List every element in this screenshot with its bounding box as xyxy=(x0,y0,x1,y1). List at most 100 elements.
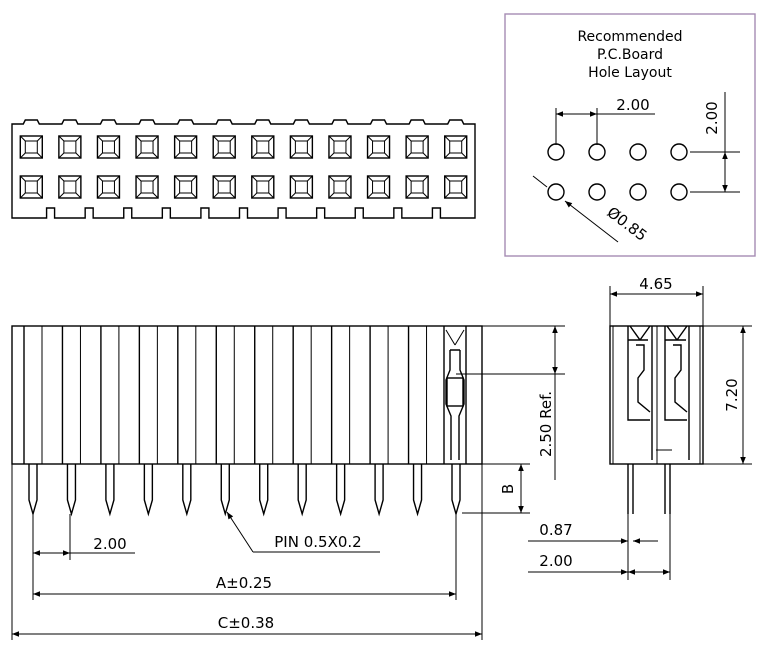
top-contact-inner xyxy=(333,180,347,194)
top-contact-inner xyxy=(217,140,231,154)
top-contact-inner xyxy=(372,140,386,154)
top-contact-inner xyxy=(449,180,463,194)
front-pin xyxy=(297,464,307,517)
pcb-layout-frame xyxy=(504,13,756,257)
top-contact-chamfer xyxy=(405,175,429,199)
top-contact-chamfer xyxy=(405,135,429,159)
top-contact-outer xyxy=(405,135,429,159)
side-height-label: 7.20 xyxy=(723,378,741,411)
top-contact-inner xyxy=(24,140,38,154)
top-contact-inner xyxy=(449,140,463,154)
pcb-hole xyxy=(547,143,565,161)
top-contact-outer xyxy=(328,175,352,199)
pin-callout-label: PIN 0.5X0.2 xyxy=(274,533,361,551)
top-contact-outer xyxy=(58,175,82,199)
pcb-dia-leader-in xyxy=(532,175,548,188)
top-contact-chamfer xyxy=(135,135,159,159)
top-contact-chamfer xyxy=(174,135,197,159)
front-pin xyxy=(335,464,346,517)
top-contact-chamfer xyxy=(367,135,390,159)
top-contact-inner xyxy=(101,180,115,194)
top-contact-outer xyxy=(251,135,275,159)
top-contact-chamfer xyxy=(444,135,468,159)
front-pin xyxy=(374,464,384,517)
top-contact-outer xyxy=(366,175,391,199)
top-contact-outer xyxy=(58,135,82,159)
top-contact-outer xyxy=(173,135,198,159)
top-contact-inner xyxy=(179,180,193,194)
top-contact-outer xyxy=(173,175,198,199)
front-pins xyxy=(28,464,461,517)
pcb-hole xyxy=(588,183,606,201)
top-contact-outer xyxy=(212,175,236,199)
top-contact-chamfer xyxy=(290,175,313,199)
top-contact-chamfer xyxy=(97,175,120,199)
top-view-contacts xyxy=(19,135,468,199)
front-pin xyxy=(220,464,230,517)
top-contact-inner xyxy=(24,180,38,194)
top-contact-chamfer xyxy=(19,135,43,159)
top-contact-chamfer xyxy=(212,135,236,159)
pcb-hole xyxy=(670,183,688,201)
top-contact-outer xyxy=(251,175,275,199)
front-pin xyxy=(259,464,269,517)
top-contact-inner xyxy=(179,140,193,154)
pcb-pitch-h-label: 2.00 xyxy=(616,96,649,114)
top-contact-chamfer xyxy=(174,175,197,199)
top-contact-outer xyxy=(19,175,43,199)
top-contact-chamfer xyxy=(290,135,313,159)
top-contact-inner xyxy=(217,180,231,194)
front-body xyxy=(11,325,483,465)
front-dividers xyxy=(23,326,428,464)
top-contact-chamfer xyxy=(251,175,275,199)
top-contact-inner xyxy=(410,180,424,194)
pcb-title-line3: Hole Layout xyxy=(588,65,672,81)
pcb-dia-leader-out xyxy=(564,200,619,243)
top-contact-chamfer xyxy=(135,175,159,199)
top-contact-chamfer xyxy=(58,175,82,199)
pcb-hole xyxy=(629,183,647,201)
pitch-label: 2.00 xyxy=(93,535,126,553)
pcb-hole xyxy=(629,143,647,161)
side-width-label: 4.65 xyxy=(639,275,672,293)
top-contact-inner xyxy=(63,140,77,154)
top-contact-outer xyxy=(405,175,429,199)
front-pin xyxy=(28,464,38,517)
top-contact-chamfer xyxy=(58,135,82,159)
top-contact-outer xyxy=(444,175,468,199)
pin-callout-leader xyxy=(226,511,254,553)
front-pin xyxy=(451,464,461,517)
front-view: 2.50 Ref. B 2.00 PIN 0.5X0.2 A±0.25 C±0.… xyxy=(11,325,565,640)
top-contact-inner xyxy=(294,140,308,154)
top-contact-chamfer xyxy=(97,135,120,159)
top-contact-outer xyxy=(212,135,236,159)
pcb-title-line2: P.C.Board xyxy=(597,47,663,63)
pcb-holes xyxy=(547,143,688,201)
top-contact-inner xyxy=(333,140,347,154)
top-contact-inner xyxy=(372,180,386,194)
dim-c-label: C±0.38 xyxy=(218,614,274,632)
top-contact-inner xyxy=(410,140,424,154)
front-pin xyxy=(182,464,192,517)
top-contact-inner xyxy=(256,140,270,154)
pcb-pitch-v-label: 2.00 xyxy=(703,101,721,134)
pin-width-label: 0.87 xyxy=(539,521,572,539)
top-contact-inner xyxy=(140,180,154,194)
top-contact-inner xyxy=(256,180,270,194)
top-contact-inner xyxy=(63,180,77,194)
pcb-hole xyxy=(547,183,565,201)
side-contact-left xyxy=(627,325,653,460)
top-contact-inner xyxy=(101,140,115,154)
top-contact-chamfer xyxy=(251,135,275,159)
pcb-hole-dia-label: Ø0.85 xyxy=(604,203,651,245)
top-contact-chamfer xyxy=(212,175,236,199)
top-contact-inner xyxy=(294,180,308,194)
front-pin xyxy=(412,464,423,517)
side-view: 4.65 7.20 0.87 2.00 xyxy=(528,275,752,580)
top-contact-chamfer xyxy=(367,175,390,199)
top-contact-outer xyxy=(96,175,121,199)
front-contact-detail xyxy=(443,326,467,464)
row-pitch-label: 2.00 xyxy=(539,552,572,570)
top-view-outline xyxy=(11,119,476,219)
